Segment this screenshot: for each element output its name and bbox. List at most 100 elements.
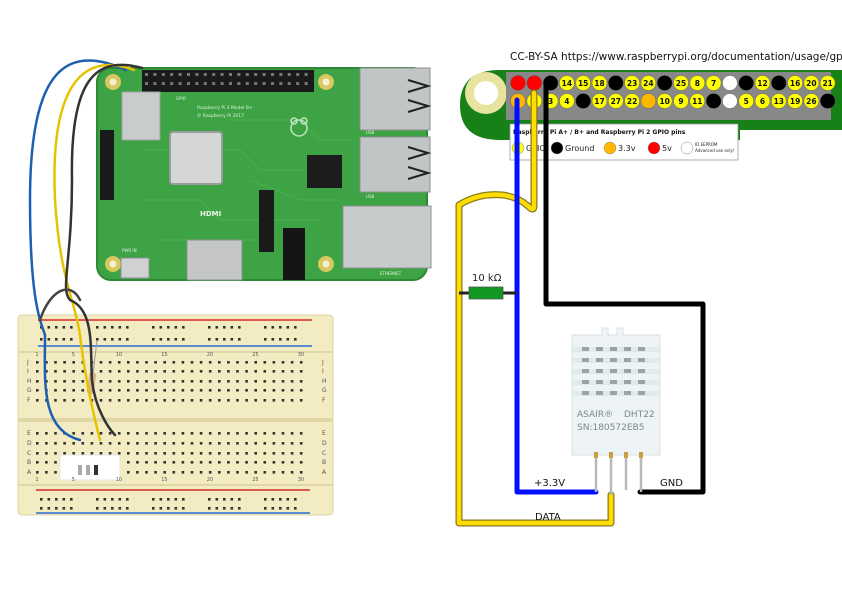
- breadboard-row-label: J: [26, 359, 29, 366]
- breadboard-hole: [218, 361, 221, 364]
- sensor-vent: [624, 347, 631, 351]
- breadboard-hole: [136, 432, 139, 435]
- breadboard-hole: [154, 361, 157, 364]
- breadboard-hole: [136, 370, 139, 373]
- breadboard-col-label: 10: [116, 477, 122, 483]
- breadboard-hole: [190, 471, 194, 474]
- breadboard-hole: [63, 361, 66, 364]
- breadboard-hole: [36, 471, 39, 474]
- pin: [145, 73, 148, 76]
- pin: [212, 73, 216, 76]
- breadboard-hole: [55, 498, 58, 501]
- gpio-pin-id: [722, 75, 738, 91]
- breadboard-hole: [190, 452, 194, 455]
- breadboard-hole: [223, 507, 226, 510]
- breadboard-hole: [54, 452, 57, 455]
- breadboard-hole: [218, 389, 221, 392]
- breadboard-hole: [281, 399, 285, 402]
- gpio-pin-6: [754, 93, 771, 109]
- gnd-label: GND: [660, 478, 683, 489]
- pin: [262, 73, 266, 76]
- breadboard-hole: [145, 370, 148, 373]
- breadboard-hole: [126, 507, 129, 510]
- gpio-pin-label: 4: [564, 97, 569, 106]
- breadboard-hole: [245, 389, 248, 392]
- gpio-pin-id: [722, 93, 738, 109]
- breadboard-hole: [286, 507, 290, 510]
- breadboard-hole: [99, 432, 103, 435]
- breadboard-hole: [163, 432, 166, 435]
- sensor-vent: [582, 347, 589, 351]
- legend-label-gnd: Ground: [565, 144, 594, 153]
- breadboard-hole: [263, 461, 267, 464]
- breadboard-hole: [111, 338, 114, 341]
- breadboard-hole: [190, 389, 194, 392]
- raspberry-logo-icon: [290, 117, 308, 137]
- gpio-pin-21: [820, 75, 836, 91]
- legend-sublabel: Advanced use only!: [695, 148, 734, 153]
- gpio-pin-16: [787, 75, 803, 91]
- breadboard-hole: [145, 389, 148, 392]
- breadboard-hole: [245, 399, 248, 402]
- breadboard-hole: [72, 442, 75, 445]
- breadboard-hole: [117, 361, 121, 364]
- breadboard-hole: [294, 498, 297, 501]
- breadboard-hole: [190, 380, 194, 383]
- breadboard-hole: [238, 338, 241, 341]
- breadboard-hole: [215, 326, 219, 329]
- breadboard-hole: [245, 432, 248, 435]
- breadboard-hole: [263, 389, 267, 392]
- breadboard-hole: [99, 370, 103, 373]
- breadboard-hole: [290, 471, 294, 474]
- gpio-pin-11: [689, 93, 705, 109]
- breadboard-hole: [40, 338, 43, 341]
- pin: [170, 73, 174, 76]
- gpio-pin-label: 8: [695, 79, 700, 88]
- breadboard-hole: [182, 326, 185, 329]
- breadboard-hole: [36, 452, 39, 455]
- breadboard-hole: [281, 380, 285, 383]
- gpio-pin-4: [559, 93, 575, 109]
- breadboard-hole: [108, 432, 112, 435]
- breadboard-row-label: E: [322, 430, 326, 437]
- breadboard-hole: [154, 442, 157, 445]
- breadboard-hole: [172, 389, 176, 392]
- breadboard-hole: [55, 507, 58, 510]
- breadboard-hole: [163, 370, 166, 373]
- breadboard-hole: [72, 432, 75, 435]
- breadboard-hole: [272, 442, 276, 445]
- breadboard-hole: [118, 507, 122, 510]
- pin: [296, 82, 300, 85]
- breadboard-hole: [290, 361, 294, 364]
- breadboard-hole: [208, 361, 212, 364]
- sensor-vent: [596, 391, 603, 395]
- breadboard-hole: [290, 452, 294, 455]
- breadboard-hole: [117, 452, 121, 455]
- sensor-vent: [624, 358, 631, 362]
- gnd-wire: [543, 81, 706, 495]
- breadboard-hole: [174, 338, 178, 341]
- breadboard-hole: [181, 432, 185, 435]
- breadboard-row-label: G: [322, 387, 327, 394]
- breadboard-hole: [172, 461, 176, 464]
- breadboard-hole: [154, 432, 157, 435]
- gpio-pin-gnd: [705, 93, 722, 109]
- gpio-pin-label: 16: [790, 79, 800, 88]
- breadboard-hole: [263, 432, 267, 435]
- breadboard-hole: [218, 452, 221, 455]
- breadboard-hole: [63, 380, 66, 383]
- breadboard-hole: [72, 380, 75, 383]
- breadboard-row-label: F: [27, 397, 31, 404]
- breadboard-hole: [254, 442, 257, 445]
- breadboard-hole: [96, 498, 99, 501]
- gpio-pin-label: 20: [806, 79, 816, 88]
- gpio-pin-18: [591, 75, 608, 91]
- breadboard-hole: [174, 326, 178, 329]
- gpio-pin-24: [640, 75, 657, 91]
- breadboard-hole: [63, 389, 66, 392]
- breadboard-hole: [99, 361, 103, 364]
- legend-title: Raspberry Pi A+ / B+ and Raspberry Pi 2 …: [513, 129, 686, 136]
- breadboard-col-label: 5: [72, 477, 75, 483]
